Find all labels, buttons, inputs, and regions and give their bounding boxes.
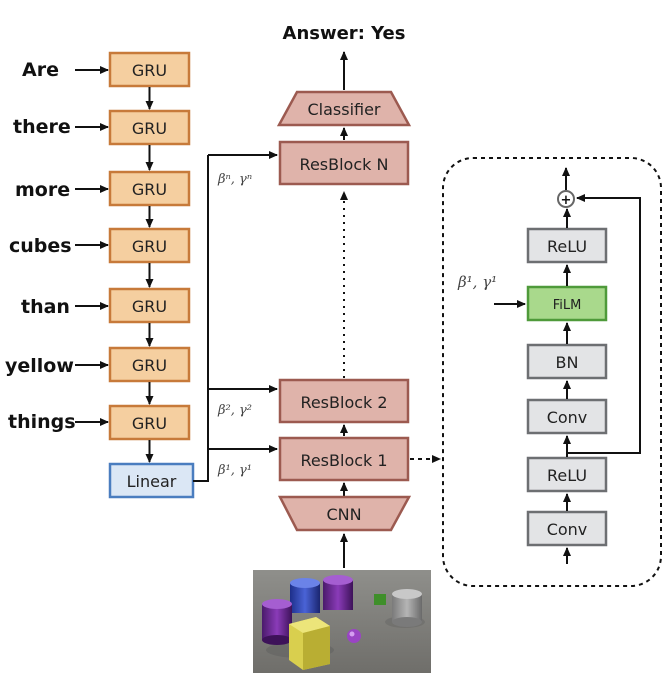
film-generator-connections xyxy=(193,151,278,482)
gru-label: GRU xyxy=(132,119,167,138)
gru-label: GRU xyxy=(132,61,167,80)
answer-text: Answer: Yes xyxy=(283,23,406,44)
gru-label: GRU xyxy=(132,297,167,316)
resblock-n-label: ResBlock N xyxy=(300,155,389,174)
detail-film xyxy=(526,285,608,322)
detail-conv-bottom-label: Conv xyxy=(547,520,588,539)
detail-film-param: β¹, γ¹ xyxy=(457,273,497,291)
gru-labels: GRU GRU GRU GRU GRU GRU GRU xyxy=(132,61,167,433)
gru-box xyxy=(108,51,191,88)
film-param-1: β¹, γ¹ xyxy=(217,463,252,478)
film-param-2: β², γ² xyxy=(217,403,252,418)
classifier-label: Classifier xyxy=(307,100,380,119)
resblock-1 xyxy=(278,436,410,482)
gru-label: GRU xyxy=(132,237,167,256)
resblock-2 xyxy=(278,378,410,424)
gru-box xyxy=(108,287,191,324)
cnn-label: CNN xyxy=(326,505,361,524)
visual-pipeline: Answer: Yes Classifier ResBlock N ResBlo… xyxy=(253,23,431,673)
classifier-block xyxy=(276,90,412,127)
question-word: things xyxy=(8,411,76,433)
word-input-arrows xyxy=(75,66,109,426)
question-word: Are xyxy=(22,59,59,81)
detail-panel-border xyxy=(442,157,662,587)
question-word: there xyxy=(13,116,71,138)
gru-box xyxy=(108,404,191,441)
gru-label: GRU xyxy=(132,356,167,375)
gru-box xyxy=(108,227,191,264)
detail-relu-top-label: ReLU xyxy=(547,237,587,256)
question-word: yellow xyxy=(5,355,74,377)
detail-film-label: FiLM xyxy=(553,298,582,313)
detail-flow-arrows xyxy=(494,208,571,564)
gru-label: GRU xyxy=(132,180,167,199)
resblock-2-label: ResBlock 2 xyxy=(300,393,387,412)
detail-relu-top xyxy=(526,227,608,264)
question-encoder: Are there more cubes than yellow things xyxy=(5,51,195,499)
film-param-labels: βⁿ, γⁿ β², γ² β¹, γ¹ xyxy=(217,172,252,478)
gru-box xyxy=(108,170,191,207)
detail-relu-bottom-label: ReLU xyxy=(547,466,587,485)
detail-conv-top xyxy=(526,398,608,435)
detail-layer-labels: ReLU FiLM BN Conv ReLU Conv xyxy=(547,237,588,539)
resblock-detail-panel: + ReLU FiLM BN Conv ReLU Conv xyxy=(442,157,662,587)
residual-sum-node xyxy=(557,190,575,208)
residual-skip-connection xyxy=(566,194,641,454)
resblock-1-label: ResBlock 1 xyxy=(300,451,387,470)
resblock-n xyxy=(278,140,410,186)
cnn-block xyxy=(277,495,412,532)
detail-conv-bottom xyxy=(526,510,608,547)
detail-conv-top-label: Conv xyxy=(547,408,588,427)
question-word: more xyxy=(15,179,70,201)
sum-symbol: + xyxy=(561,193,572,208)
detail-relu-bottom xyxy=(526,456,608,493)
question-word: cubes xyxy=(9,235,72,257)
film-param-n: βⁿ, γⁿ xyxy=(217,172,252,187)
gru-box xyxy=(108,346,191,383)
clevr-scene-image xyxy=(253,570,431,673)
gru-cells xyxy=(108,51,191,441)
detail-bn xyxy=(526,343,608,380)
linear-box xyxy=(108,462,195,499)
gru-label: GRU xyxy=(132,414,167,433)
linear-label: Linear xyxy=(127,472,177,491)
gru-box xyxy=(108,109,191,146)
question-word: than xyxy=(21,296,70,318)
detail-bn-label: BN xyxy=(556,353,579,372)
